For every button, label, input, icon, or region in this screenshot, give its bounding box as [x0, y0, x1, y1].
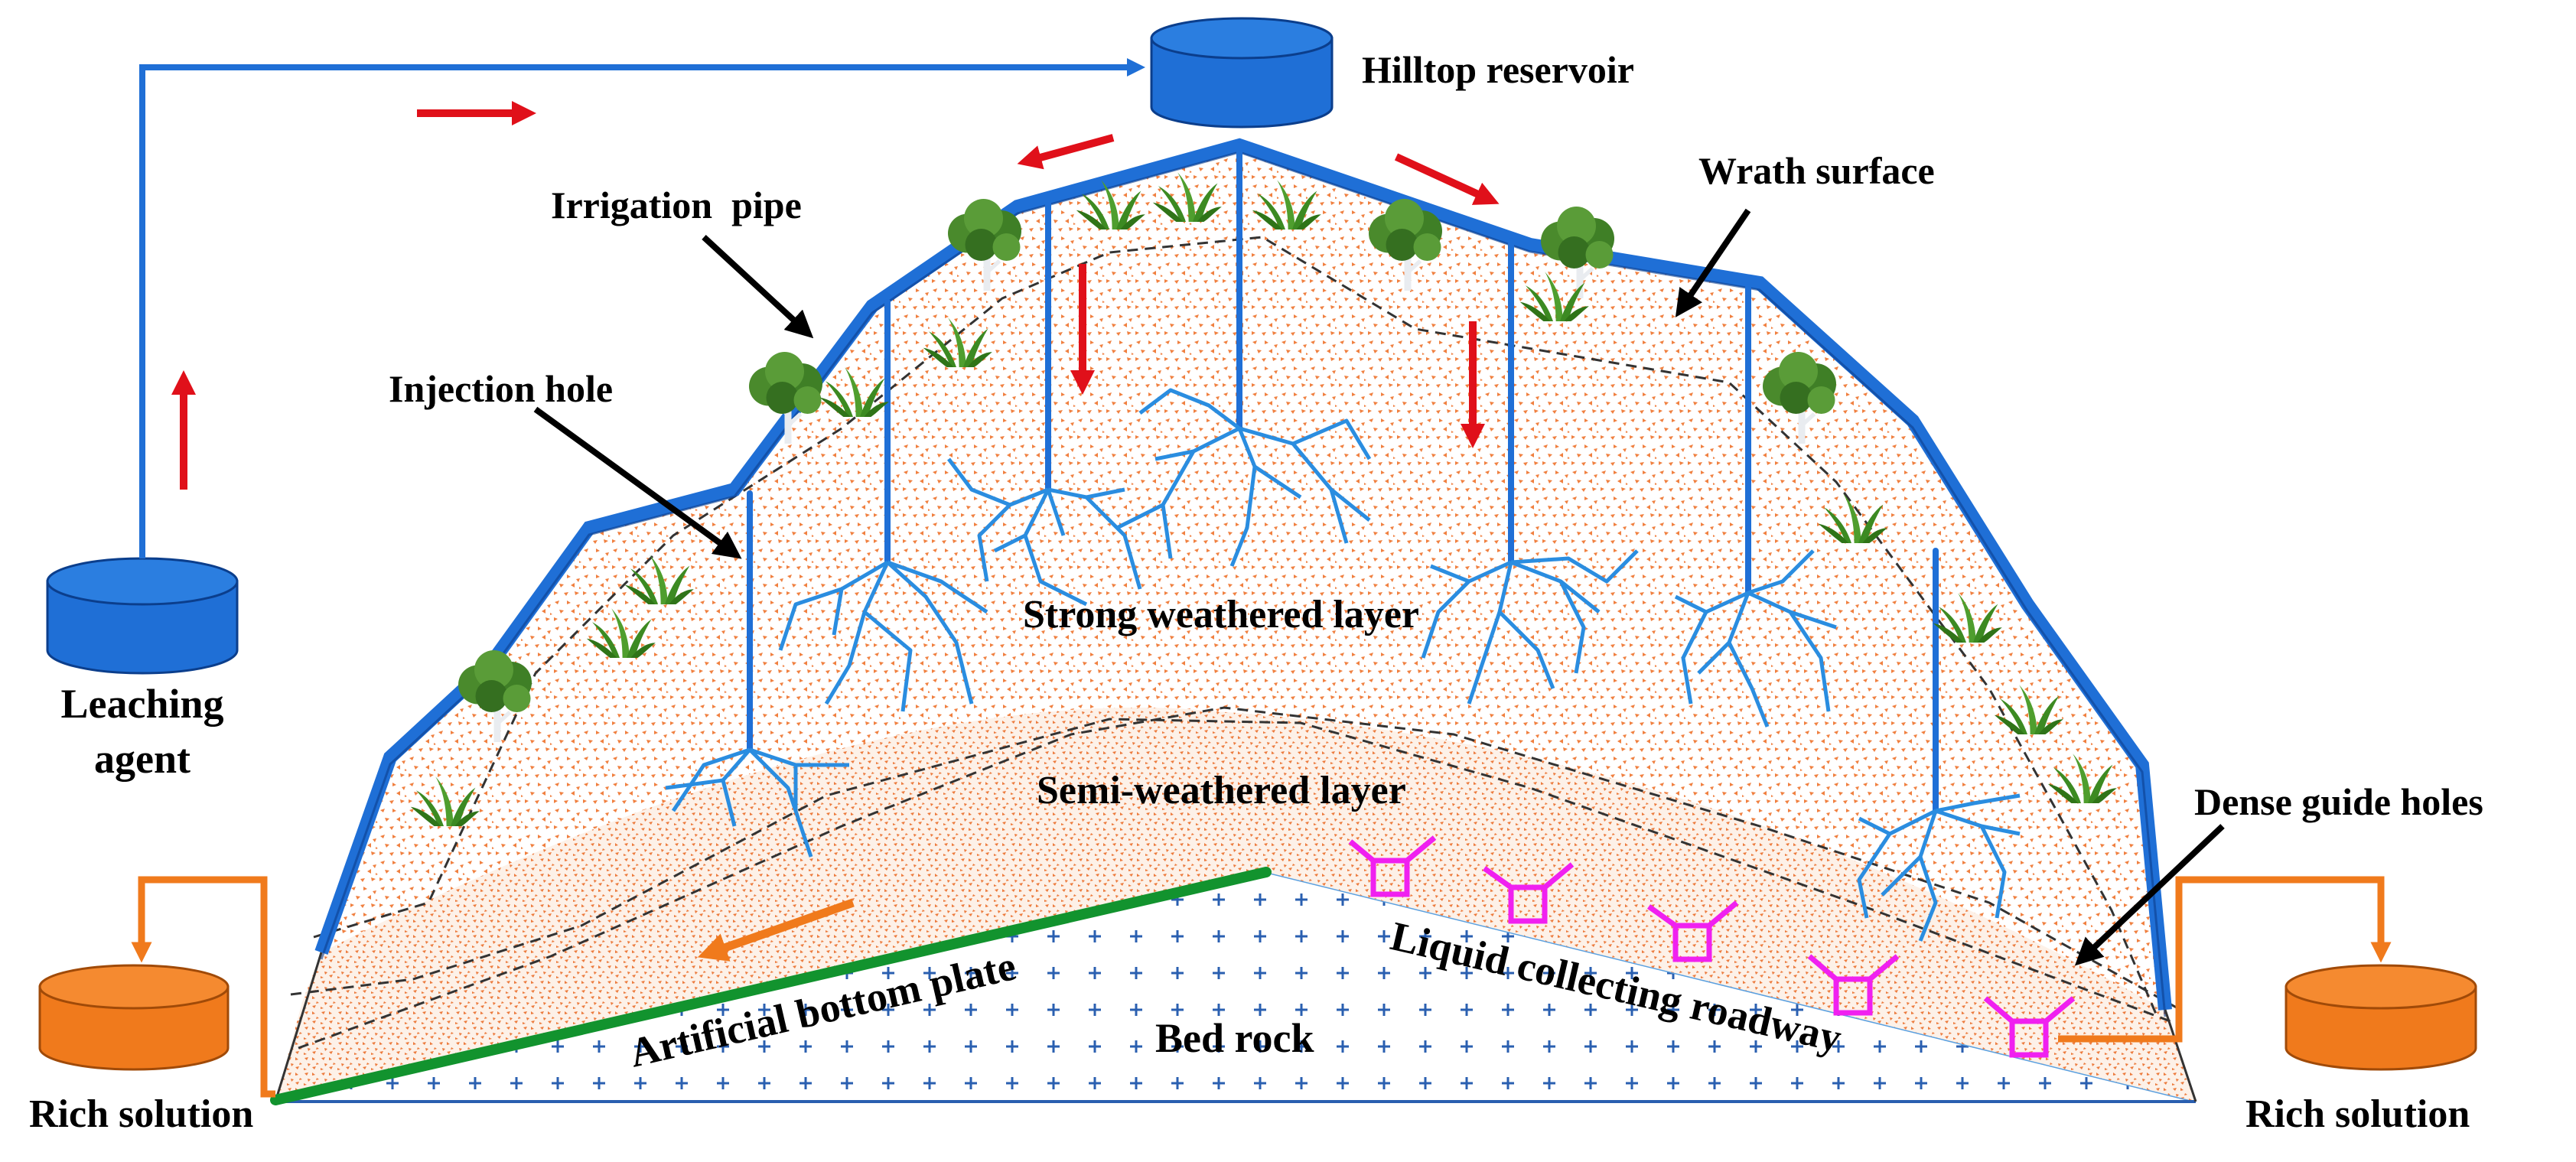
semi-weathered-layer — [275, 707, 2196, 1102]
label-dense-guide-holes: Dense guide holes — [2194, 780, 2483, 823]
guide-hole — [1348, 835, 1437, 897]
label-strong-weathered-layer: Strong weathered layer — [1023, 593, 1419, 636]
flow-arrows — [171, 100, 1500, 490]
flow-arrow-right-down — [1394, 153, 1500, 205]
label-injection-hole: Injection hole — [389, 367, 613, 410]
label-hilltop-reservoir: Hilltop reservoir — [1362, 48, 1634, 91]
crack-networks — [665, 388, 2021, 942]
label-leaching-agent-1: Leaching — [60, 681, 223, 727]
callout-injection-hole — [533, 406, 742, 559]
hilltop-reservoir-tank — [1150, 17, 1334, 129]
leaching-agent-tank — [46, 557, 239, 675]
label-rich-solution-right: Rich solution — [2245, 1092, 2470, 1136]
layer-boundary-lines — [290, 236, 2181, 1050]
rich-solution-pipe-left — [131, 876, 275, 1098]
guide-hole — [1646, 900, 1739, 962]
label-irrigation-pipe: Irrigation pipe — [551, 184, 802, 226]
label-wrath-surface: Wrath surface — [1698, 149, 1935, 192]
supply-pipe — [139, 58, 1145, 558]
guide-hole — [1482, 862, 1575, 924]
solution-flow-arrow — [697, 898, 855, 962]
rich-solution-tank-left — [38, 964, 230, 1071]
rich-solution-tank-right — [2285, 964, 2477, 1071]
label-rich-solution-left: Rich solution — [29, 1092, 253, 1136]
injection-holes — [747, 142, 1939, 814]
guide-hole — [1807, 954, 1900, 1016]
callout-arrows — [533, 208, 2225, 966]
callout-wrath-surface — [1675, 208, 1751, 317]
flow-arrow-left — [1017, 134, 1115, 170]
guide-hole — [1983, 996, 2076, 1058]
label-bed-rock: Bed rock — [1155, 1015, 1314, 1061]
strong-weathered-layer — [321, 145, 2165, 1010]
dense-guide-holes — [1348, 835, 2076, 1058]
label-semi-weathered-layer: Semi-weathered layer — [1037, 769, 1406, 812]
callout-irrigation-pipe — [702, 235, 814, 339]
rich-solution-pipe-right — [2058, 876, 2392, 1043]
artificial-bottom-plate — [270, 867, 1272, 1105]
irrigation-pipe-surface — [314, 138, 2172, 1011]
label-leaching-agent-2: agent — [94, 736, 191, 782]
callout-dense-guide-holes — [2074, 824, 2225, 966]
